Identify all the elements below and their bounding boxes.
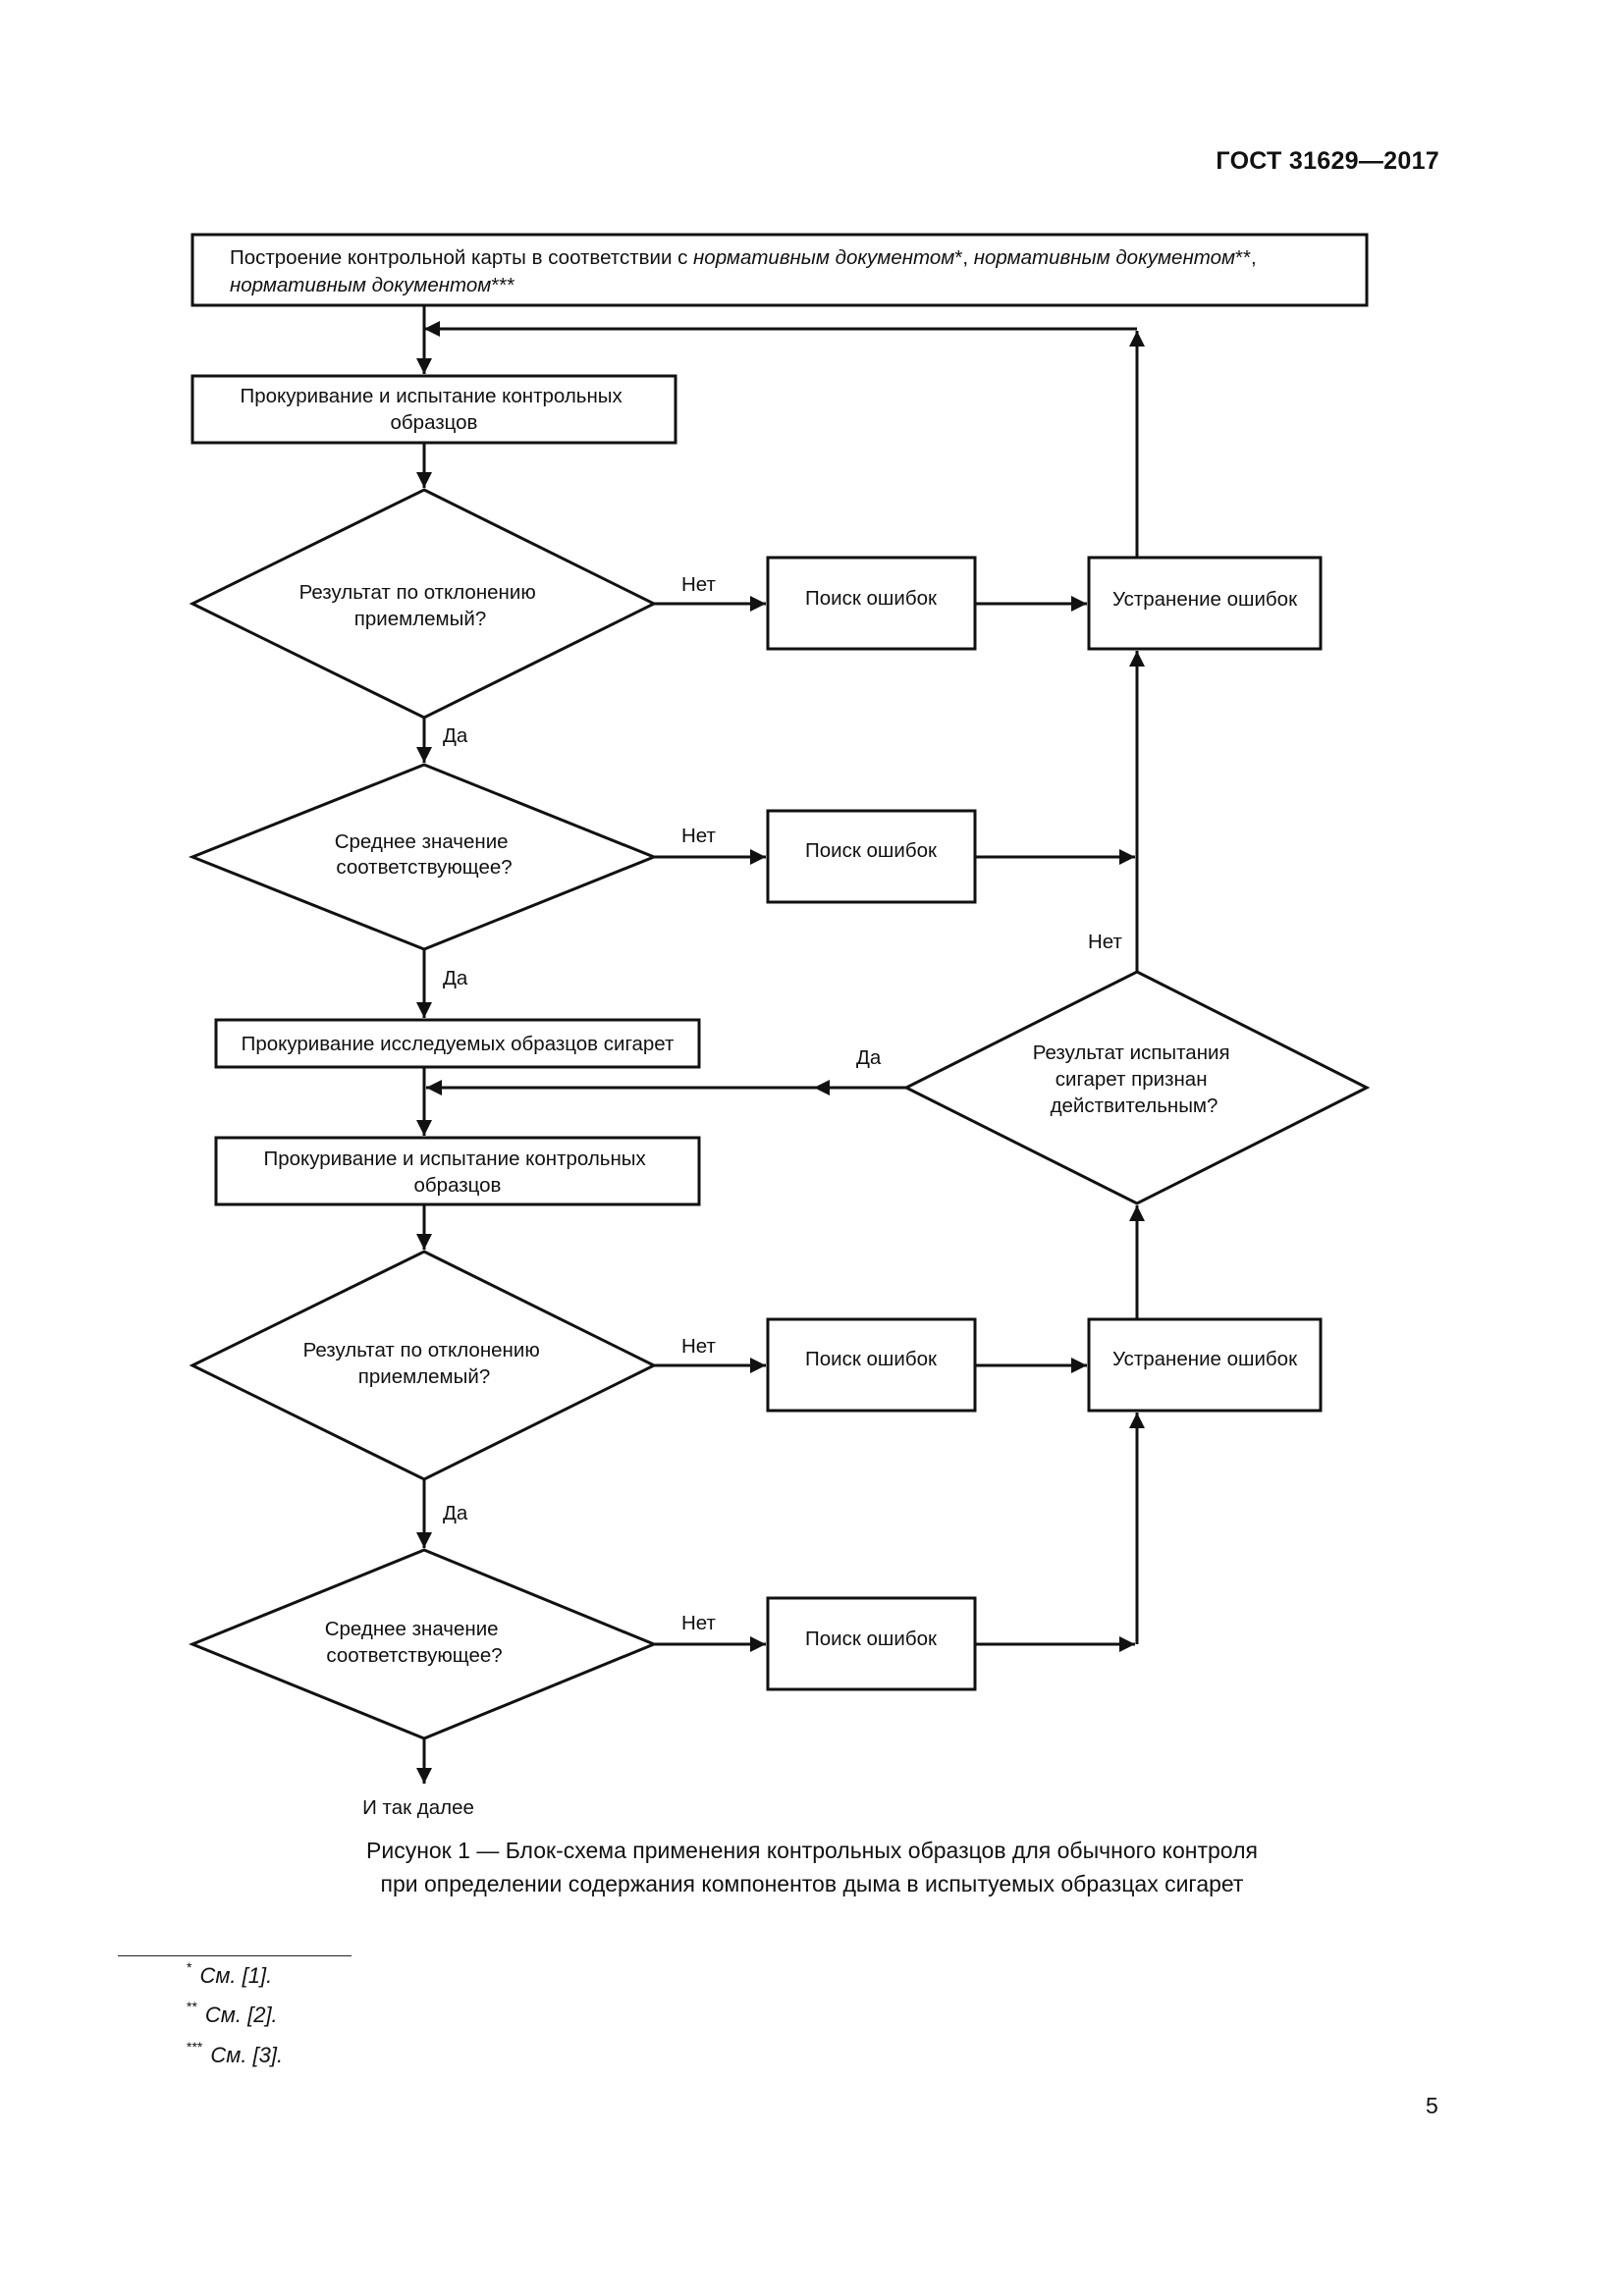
figure-caption: Рисунок 1 — Блок-схема применения контро… [0,1834,1624,1900]
footnote-2: **См. [2]. [187,1999,278,2027]
label-no-4: Нет [681,1612,717,1634]
label-etc: И так далее [362,1796,474,1819]
search-errors-text-1: Поиск ошибок [805,587,938,610]
decision-valid [902,970,1371,1205]
label-yes-valid: Да [856,1046,882,1069]
smoke-control-text-1: Прокуривание и испытание контрольных обр… [241,385,628,434]
decision-valid-text: Результат испытания сигарет признан дейс… [1033,1041,1236,1117]
fix-errors-text-1: Устранение ошибок [1112,588,1298,611]
decision-deviation-1 [189,488,658,720]
label-no-valid: Нет [1088,931,1123,953]
search-errors-text-3: Поиск ошибок [805,1348,938,1370]
search-errors-text-2: Поиск ошибок [805,839,938,862]
decision-mean-2-text: Среднее значение соответствующее? [325,1618,505,1667]
caption-line-2: при определении содержания компонентов д… [380,1871,1244,1896]
smoke-test-samples-box [214,1018,701,1069]
smoke-control-box-2 [214,1136,701,1206]
fix-errors-text-2: Устранение ошибок [1112,1348,1298,1370]
decision-deviation-2-text: Результат по отклонению приемлемый? [303,1339,546,1388]
decision-mean-1-text: Среднее значение соответствующее? [335,830,514,879]
footnote-3: ***См. [3]. [187,2039,284,2067]
label-no-3: Нет [681,1335,717,1358]
standard-header: ГОСТ 31629—2017 [1216,147,1439,175]
footnote-rule [118,1955,352,1956]
label-no-2: Нет [681,825,717,847]
smoke-test-samples-text: Прокуривание исследуемых образцов сигаре… [242,1033,675,1055]
label-yes-1: Да [443,724,468,747]
build-control-chart-box [190,233,1369,307]
smoke-control-box-1 [190,374,677,445]
label-yes-3: Да [443,1502,468,1524]
footnote-1: *См. [1]. [187,1959,273,1988]
page-number: 5 [1426,2093,1438,2118]
build-control-chart-text: Построение контрольной карты в соответст… [230,246,1262,296]
fix-errors-box-1 [1087,556,1323,651]
label-yes-2: Да [443,967,468,989]
fix-errors-box-2 [1087,1317,1323,1413]
caption-line-1: Рисунок 1 — Блок-схема применения контро… [366,1838,1258,1863]
search-errors-text-4: Поиск ошибок [805,1628,938,1650]
smoke-control-text-2: Прокуривание и испытание контрольных обр… [264,1148,652,1197]
decision-deviation-1-text: Результат по отклонению приемлемый? [299,581,542,630]
label-no-1: Нет [681,573,717,596]
